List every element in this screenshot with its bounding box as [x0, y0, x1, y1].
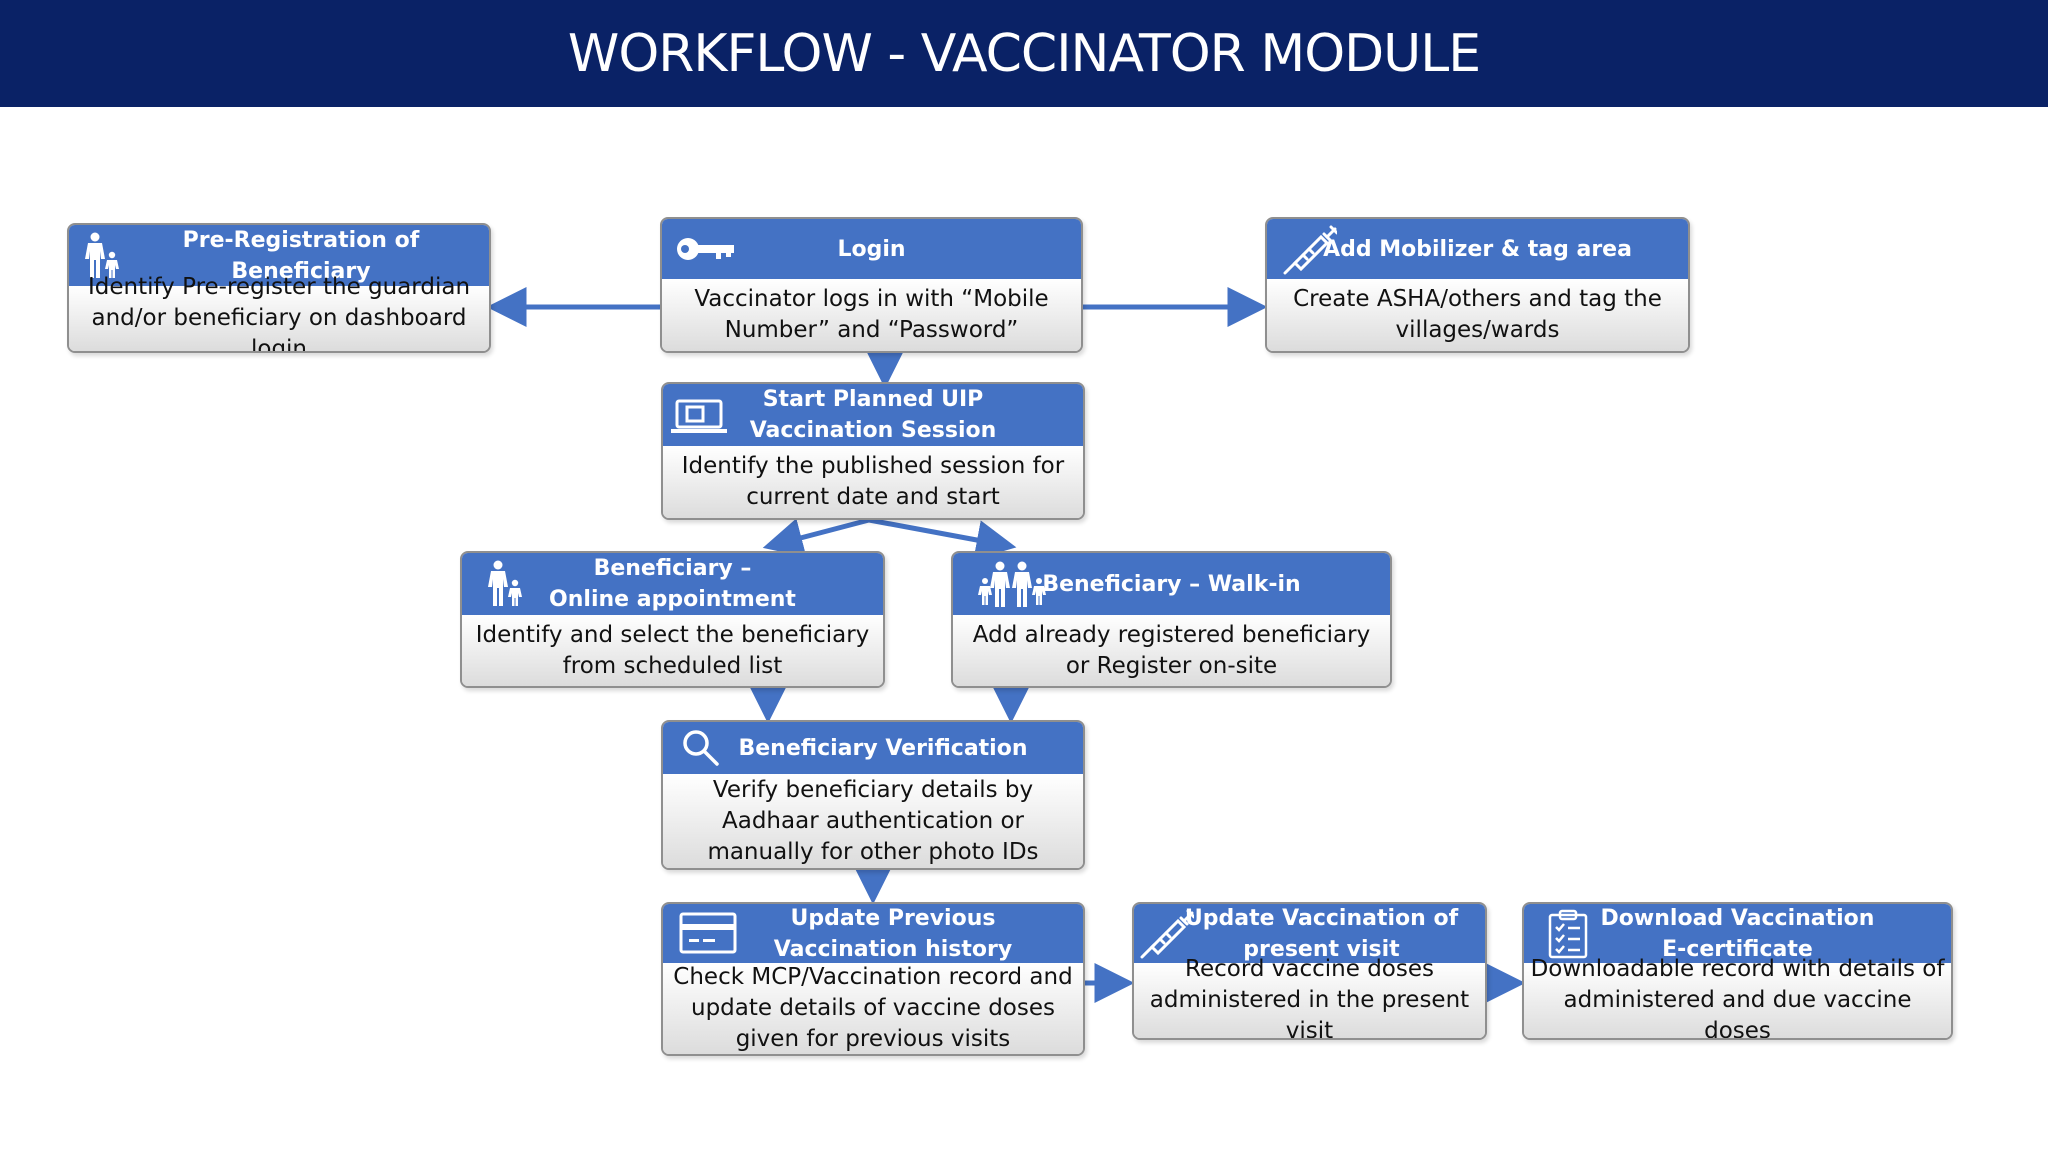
step-title-line-1: Update Vaccination of: [1184, 905, 1459, 931]
step-title-line-2: Vaccination history: [773, 936, 1013, 962]
step-header: Download Vaccination E-certificate: [1524, 904, 1951, 965]
step-title-line-1: Start Planned UIP: [762, 387, 984, 412]
step-description: Add already registered beneficiary or Re…: [953, 615, 1390, 686]
step-title: Add Mobilizer & tag area: [1323, 236, 1632, 262]
step-session: Start Planned UIP Vaccination Session Id…: [661, 382, 1085, 520]
step-description: Identify and select the beneficiary from…: [462, 615, 883, 686]
step-header: Add Mobilizer & tag area: [1267, 219, 1688, 281]
checklist-icon: [1548, 909, 1588, 959]
card-icon: [679, 912, 737, 954]
step-description: Vaccinator logs in with “Mobile Number” …: [662, 279, 1081, 351]
step-title-line-2: Vaccination Session: [749, 418, 997, 443]
arrow-session-to-online: [762, 517, 870, 558]
step-description: Create ASHA/others and tag the villages/…: [1267, 279, 1688, 351]
key-icon: [677, 238, 734, 260]
arrow-session-to-walkin: [868, 517, 1017, 560]
laptop-icon: [671, 399, 727, 433]
magnifier-icon: [683, 730, 719, 766]
step-title: Beneficiary – Walk-in: [1042, 571, 1301, 597]
step-online-appointment: Beneficiary – Online appointment Identif…: [460, 551, 885, 688]
step-verification: Beneficiary Verification Verify benefici…: [661, 720, 1085, 870]
parent-child-icon: [85, 232, 119, 278]
step-description: Check MCP/Vaccination record and update …: [663, 963, 1083, 1054]
step-previous-history: Update Previous Vaccination history Chec…: [661, 902, 1085, 1056]
step-title-line-1: Beneficiary –: [593, 556, 752, 581]
syringe-icon: [1140, 909, 1194, 959]
step-e-certificate: Download Vaccination E-certificate Downl…: [1522, 902, 1953, 1040]
step-title-line-1: Download Vaccination: [1600, 905, 1875, 931]
step-present-visit: Update Vaccination of present visit Reco…: [1132, 902, 1487, 1040]
parent-child-icon: [488, 560, 522, 606]
step-header: Beneficiary – Online appointment: [462, 553, 883, 617]
step-description: Record vaccine doses administered in the…: [1134, 956, 1485, 1038]
step-title: Pre-Registration of Beneficiary: [182, 227, 420, 284]
step-walk-in: Beneficiary – Walk-in Add already regist…: [951, 551, 1392, 688]
syringe-icon: [1283, 225, 1337, 275]
step-title-line-2: E-certificate: [1662, 936, 1813, 962]
step-login: Login Vaccinator logs in with “Mobile Nu…: [660, 217, 1083, 353]
page-title: WORKFLOW - VACCINATOR MODULE: [567, 23, 1481, 84]
step-header: Pre-Registration of Beneficiary: [69, 225, 489, 288]
step-header: Start Planned UIP Vaccination Session: [663, 384, 1083, 448]
step-mobilizer: Add Mobilizer & tag area Create ASHA/oth…: [1265, 217, 1690, 353]
title-bar: WORKFLOW - VACCINATOR MODULE: [0, 0, 2048, 107]
step-title: Login: [837, 236, 906, 262]
step-title: Beneficiary Verification: [738, 735, 1028, 761]
step-description: Identify the published session for curre…: [663, 446, 1083, 518]
step-title-line-1: Update Previous: [790, 905, 996, 931]
step-description: Verify beneficiary details by Aadhaar au…: [663, 774, 1083, 868]
family-icon: [978, 561, 1046, 607]
step-preregistration: Pre-Registration of Beneficiary Identify…: [67, 223, 491, 353]
step-title-line-2: Online appointment: [549, 587, 796, 612]
step-title-line-2: present visit: [1243, 936, 1400, 962]
step-header: Beneficiary Verification: [663, 722, 1083, 776]
step-description: Identify Pre-register the guardian and/o…: [69, 274, 489, 351]
step-description: Downloadable record with details of admi…: [1524, 956, 1951, 1038]
